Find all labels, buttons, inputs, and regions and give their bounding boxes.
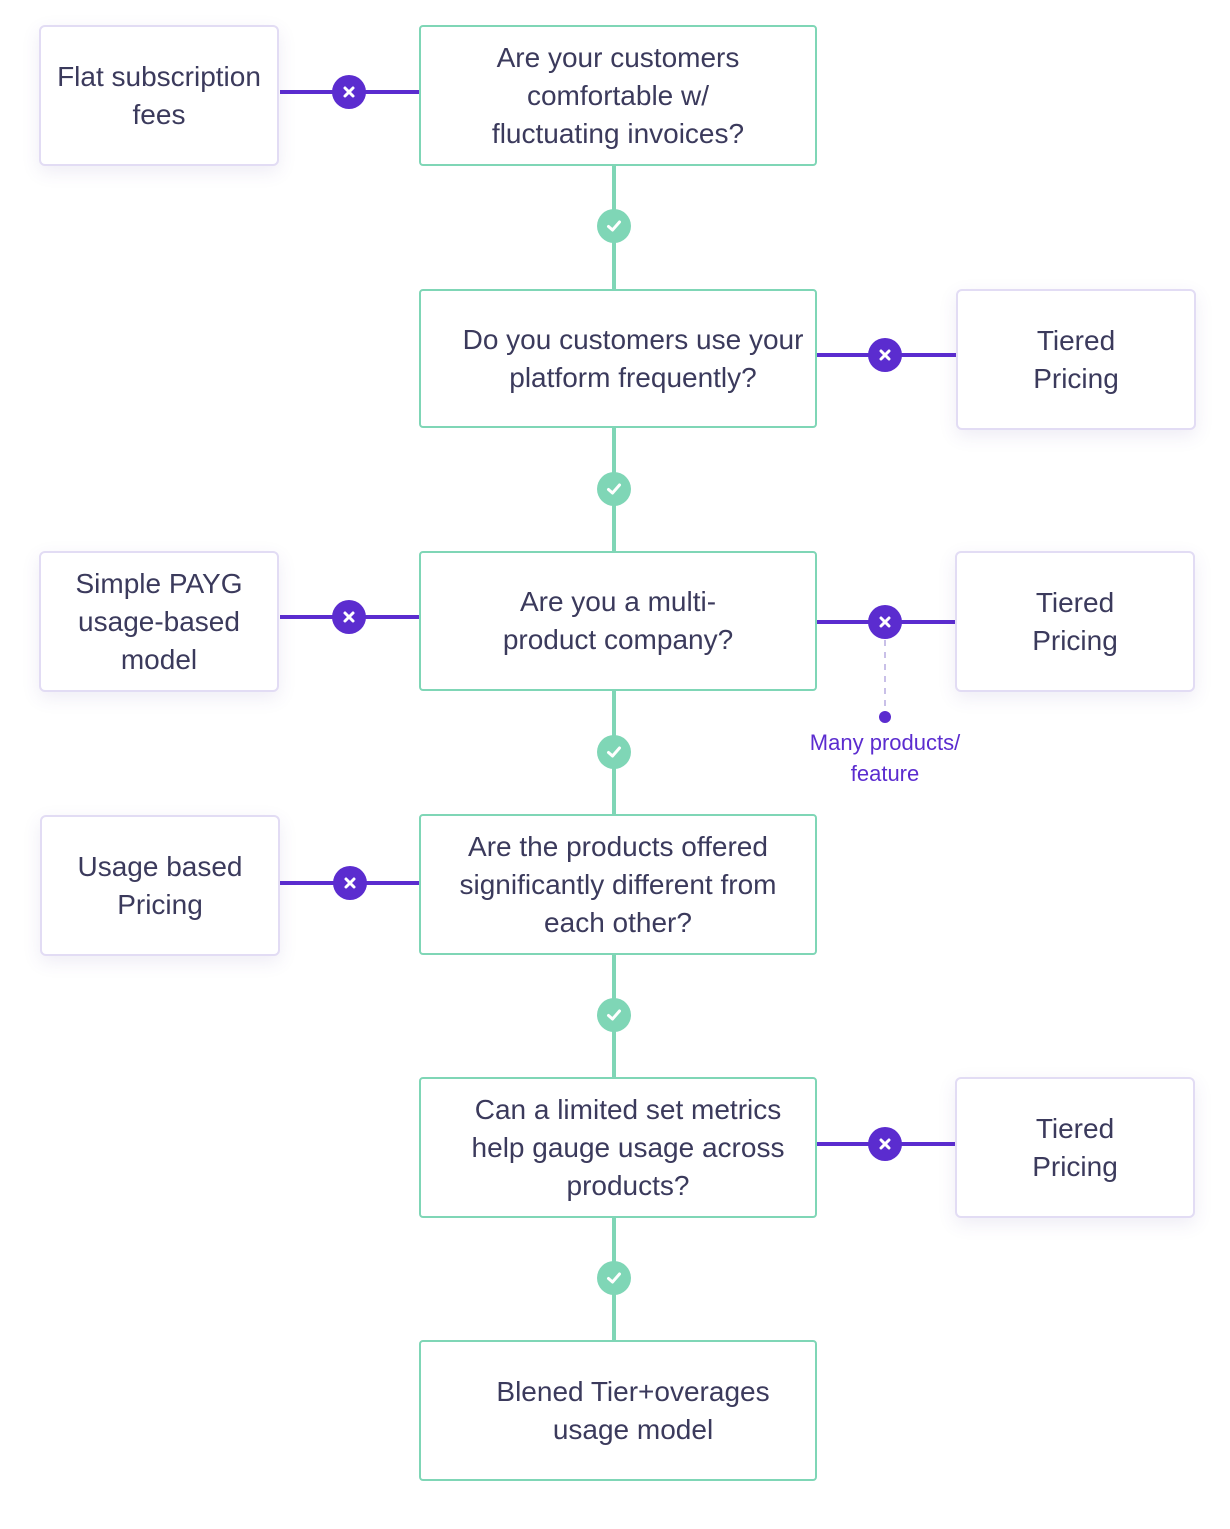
outcome-tiered-pricing-2-text: Tiered Pricing (1032, 586, 1118, 656)
outcome-blended-final: Blened Tier+overages usage model (419, 1340, 817, 1481)
outcome-flat-subscription-text: Flat subscription fees (57, 60, 261, 130)
check-icon (597, 472, 631, 506)
x-icon (332, 75, 366, 109)
question-q4: Are the products offered significantly d… (419, 814, 817, 955)
outcome-usage-based: Usage based Pricing (40, 815, 280, 956)
check-icon (597, 998, 631, 1032)
question-q5-text: Can a limited set metrics help gauge usa… (471, 1093, 785, 1201)
outcome-simple-payg: Simple PAYG usage-based model (39, 551, 279, 692)
annotation-many-products: Many products/ feature (809, 730, 961, 786)
outcome-tiered-pricing-3-text: Tiered Pricing (1032, 1112, 1118, 1182)
check-icon (597, 1261, 631, 1295)
x-icon (868, 605, 902, 639)
outcome-flat-subscription: Flat subscription fees (39, 25, 279, 166)
outcome-blended-final-text: Blened Tier+overages usage model (496, 1375, 770, 1445)
question-q3-text: Are you a multi-product company? (502, 586, 734, 655)
outcome-usage-based-text: Usage based Pricing (77, 850, 243, 920)
question-q2: Do you customers use your platform frequ… (419, 289, 817, 428)
outcome-tiered-pricing-2: Tiered Pricing (955, 551, 1195, 692)
x-icon (868, 338, 902, 372)
outcome-simple-payg-text: Simple PAYG usage-based model (75, 567, 243, 675)
question-q2-text: Do you customers use your platform frequ… (462, 323, 804, 393)
annotation-dot (879, 711, 891, 723)
x-icon (333, 866, 367, 900)
outcome-tiered-pricing-1-text: Tiered Pricing (1033, 324, 1119, 394)
question-q5: Can a limited set metrics help gauge usa… (419, 1077, 817, 1218)
x-icon (332, 600, 366, 634)
question-q3: Are you a multi-product company? (419, 551, 817, 691)
outcome-tiered-pricing-1: Tiered Pricing (956, 289, 1196, 430)
x-icon (868, 1127, 902, 1161)
check-icon (597, 209, 631, 243)
question-q1: Are your customers comfortable w/ fluctu… (419, 25, 817, 166)
outcome-tiered-pricing-3: Tiered Pricing (955, 1077, 1195, 1218)
question-q4-text: Are the products offered significantly d… (459, 830, 777, 938)
question-q1-text: Are your customers comfortable w/ fluctu… (491, 41, 745, 149)
check-icon (597, 735, 631, 769)
